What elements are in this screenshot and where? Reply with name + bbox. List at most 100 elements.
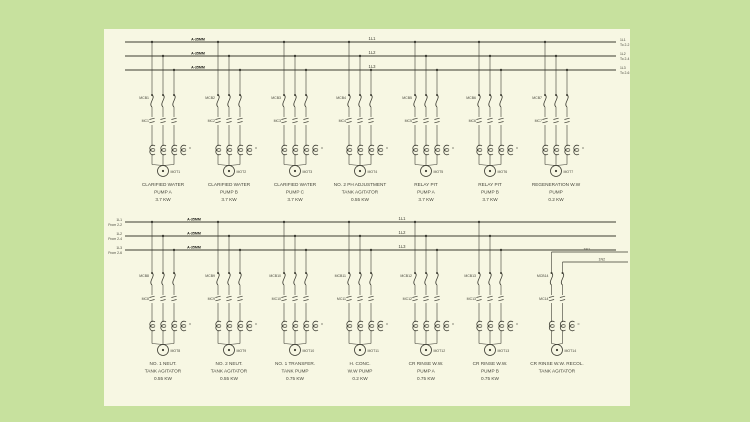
contactor-icon: [564, 117, 570, 124]
circuit-breaker-icon: [227, 94, 231, 108]
feeder-label: CR RINSE W.W.PUMP A0.75 KW: [409, 361, 444, 381]
thermal-overload-icon: [357, 144, 364, 156]
contactor-icon: [476, 295, 482, 302]
thermal-overload-icon: [215, 320, 222, 332]
svg-text:CLARIFIED WATER: CLARIFIED WATER: [208, 182, 251, 187]
circuit-breaker-icon: [347, 94, 351, 108]
svg-text:1L3: 1L3: [116, 246, 122, 250]
thermal-overload-icon: [346, 320, 353, 332]
svg-text:0.2 KW: 0.2 KW: [548, 197, 564, 202]
contactor-icon: [357, 295, 363, 302]
thermal-overload-icon: [171, 144, 178, 156]
circuit-breaker-icon: [560, 272, 565, 286]
svg-text:MOT12: MOT12: [434, 349, 446, 353]
contactor-icon: [215, 295, 221, 302]
svg-text:RELAY PIT: RELAY PIT: [414, 182, 438, 187]
svg-text:MCB2: MCB2: [205, 96, 215, 100]
svg-text:PUMP C: PUMP C: [286, 190, 305, 195]
svg-text:MOT7: MOT7: [564, 170, 574, 174]
svg-text:To 2-6: To 2-6: [620, 71, 630, 75]
svg-text:1L2: 1L2: [399, 230, 407, 235]
svg-text:MOT14: MOT14: [565, 349, 577, 353]
overload-aux-icon: [377, 320, 388, 332]
contactor-icon: [434, 295, 440, 302]
svg-text:MC12: MC12: [403, 297, 412, 301]
svg-text:From 2-6: From 2-6: [108, 251, 122, 255]
circuit-breaker-icon: [293, 94, 297, 108]
circuit-breaker-icon: [369, 94, 373, 108]
svg-text:PUMP A: PUMP A: [154, 190, 173, 195]
contactor-icon: [559, 295, 566, 302]
circuit-breaker-icon: [413, 94, 417, 108]
thermal-overload-icon: [487, 144, 494, 156]
svg-text:MOT4: MOT4: [368, 170, 378, 174]
svg-text:1L3: 1L3: [399, 244, 407, 249]
contactor-icon: [226, 295, 232, 302]
circuit-breaker-icon: [282, 272, 286, 286]
svg-text:NO. 1 NEUT.: NO. 1 NEUT.: [149, 361, 176, 366]
svg-text:MOT2: MOT2: [237, 170, 247, 174]
svg-text:3.7 KW: 3.7 KW: [482, 197, 498, 202]
svg-text:NO. 2 NEUT.: NO. 2 NEUT.: [215, 361, 242, 366]
thermal-overload-icon: [542, 144, 549, 156]
circuit-breaker-icon: [161, 272, 165, 286]
circuit-breaker-icon: [413, 272, 417, 286]
circuit-breaker-icon: [172, 272, 176, 286]
contactor-icon: [357, 117, 363, 124]
contactor-icon: [487, 295, 493, 302]
svg-text:NO. 2 PH ADJUSTMENT: NO. 2 PH ADJUSTMENT: [334, 182, 387, 187]
svg-text:TANK AGITATOR: TANK AGITATOR: [145, 369, 182, 374]
svg-text:RELAY PIT: RELAY PIT: [478, 182, 502, 187]
contactor-icon: [215, 117, 221, 124]
thermal-overload-icon: [423, 320, 430, 332]
thermal-overload-icon: [303, 320, 310, 332]
svg-text:1L2: 1L2: [620, 52, 626, 56]
circuit-breaker-icon: [554, 94, 558, 108]
thermal-overload-icon: [160, 144, 167, 156]
overload-aux-icon: [573, 144, 584, 156]
contactor-icon: [160, 295, 166, 302]
svg-text:From 2-2: From 2-2: [108, 223, 122, 227]
svg-text:To 2-4: To 2-4: [620, 57, 630, 61]
contactor-icon: [171, 295, 177, 302]
contactor-icon: [346, 295, 352, 302]
contactor-icon: [412, 117, 418, 124]
svg-text:MC9: MC9: [208, 297, 215, 301]
overload-aux-icon: [507, 144, 518, 156]
thermal-overload-icon: [498, 144, 505, 156]
svg-text:A-35MM: A-35MM: [187, 218, 201, 222]
contactor-icon: [498, 295, 504, 302]
svg-text:MCB11: MCB11: [335, 274, 346, 278]
svg-text:TANK AGITATOR: TANK AGITATOR: [342, 190, 379, 195]
circuit-breaker-icon: [499, 94, 503, 108]
contactor-icon: [346, 117, 352, 124]
circuit-breaker-icon: [282, 94, 286, 108]
thermal-overload-icon: [476, 144, 483, 156]
thermal-overload-icon: [303, 144, 310, 156]
svg-text:MOT5: MOT5: [434, 170, 444, 174]
svg-text:1L1: 1L1: [369, 36, 377, 41]
circuit-breaker-icon: [488, 272, 492, 286]
thermal-overload-icon: [226, 144, 233, 156]
svg-text:MC14: MC14: [539, 297, 548, 301]
circuit-breaker-icon: [227, 272, 231, 286]
svg-text:MCB6: MCB6: [466, 96, 476, 100]
contactor-icon: [281, 117, 287, 124]
contactor-icon: [423, 117, 429, 124]
svg-text:PUMP: PUMP: [549, 190, 563, 195]
svg-text:0.2 KW: 0.2 KW: [352, 376, 368, 381]
svg-text:1L3: 1L3: [620, 66, 626, 70]
circuit-breaker-icon: [347, 272, 351, 286]
svg-text:CR RINSE W.W. RECOL.: CR RINSE W.W. RECOL.: [530, 361, 583, 366]
overload-aux-icon: [246, 320, 257, 332]
